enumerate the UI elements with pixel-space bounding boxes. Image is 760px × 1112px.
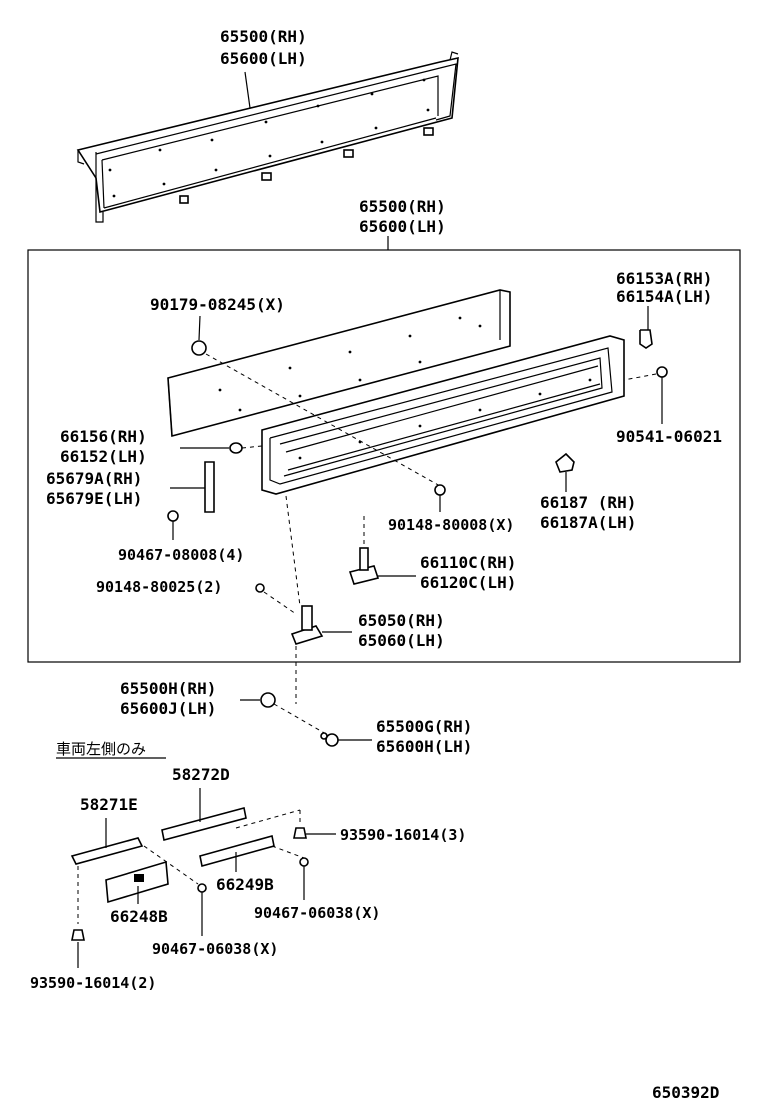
label-screw-right: 90541-06021 <box>616 427 722 446</box>
label-hinge-rh: 65050(RH) <box>358 611 445 630</box>
label-plate-rh: 65679A(RH) <box>46 469 142 488</box>
label-bracket-e: 58271E <box>80 795 138 814</box>
diagram-code: 650392D <box>652 1083 719 1102</box>
label-top-tailgate-lh: 65600(LH) <box>220 49 307 68</box>
label-protector-rh: 66153A(RH) <box>616 269 712 288</box>
label-box-tailgate-lh: 65600(LH) <box>359 217 446 236</box>
label-protector-lh: 66154A(LH) <box>616 287 712 306</box>
label-bolt-cushion-rh: 65500G(RH) <box>376 717 472 736</box>
label-hinge-inner-rh: 66110C(RH) <box>420 553 516 572</box>
pad-66248b-part <box>105 860 169 904</box>
label-top-tailgate-rh: 65500(RH) <box>220 27 307 46</box>
label-bolt-3: 93590-16014(3) <box>340 826 466 844</box>
label-bolt-center: 90148-80008(X) <box>388 516 514 534</box>
clip-left-part <box>197 883 207 936</box>
plug-part <box>191 315 441 487</box>
label-bolt-hinge: 90148-80025(2) <box>96 578 222 596</box>
label-hinge-lh: 65060(LH) <box>358 631 445 650</box>
label-cushion-lh: 65600J(LH) <box>120 699 216 718</box>
label-box-tailgate-rh: 65500(RH) <box>359 197 446 216</box>
hinge-part <box>285 495 352 645</box>
bracket-58271e-part <box>70 818 199 924</box>
label-hinge-inner-lh: 66120C(LH) <box>420 573 516 592</box>
label-screw-plate: 90467-08008(4) <box>118 546 244 564</box>
stopper-part <box>555 452 575 492</box>
note-left-side-only: 車両左側のみ <box>56 740 146 758</box>
clip-right-part <box>299 857 309 900</box>
label-plug: 90179-08245(X) <box>150 295 285 314</box>
protector-part <box>639 306 653 349</box>
bracket-58272d-part <box>161 788 247 841</box>
label-clip-x2: 90467-06038(X) <box>152 940 278 958</box>
inner-panel-drawing <box>167 289 511 438</box>
label-stopper-lh: 66187A(LH) <box>540 513 636 532</box>
cushion-bolt-part <box>320 732 372 747</box>
hinge-bolt-part <box>255 583 297 615</box>
label-cushion-rh: 65500H(RH) <box>120 679 216 698</box>
label-stopper-rh: 66187 (RH) <box>540 493 636 512</box>
tailgate-assembly-drawing <box>76 51 459 223</box>
tailgate-frame-drawing <box>261 335 625 495</box>
pad-66249b-part <box>199 834 305 872</box>
exploded-view-box <box>27 249 741 663</box>
bolt-center-part <box>434 484 446 512</box>
label-bolt-2: 93590-16014(2) <box>30 974 156 992</box>
striker-plate-part <box>170 461 215 513</box>
label-clip-x: 90467-06038(X) <box>254 904 380 922</box>
bolt-2-part <box>71 929 85 968</box>
label-plate-lh: 65679E(LH) <box>46 489 142 508</box>
label-bracket-d: 58272D <box>172 765 230 784</box>
hinge-inner-part <box>348 516 416 585</box>
label-pad-248b: 66248B <box>110 907 168 926</box>
cushion-part <box>240 646 327 735</box>
bolt-3-part <box>235 809 336 839</box>
screw-right-part <box>623 366 668 424</box>
label-bolt-cushion-lh: 65600H(LH) <box>376 737 472 756</box>
plate-screw-part <box>167 510 179 540</box>
label-pad-b: 66249B <box>216 875 274 894</box>
label-bumper-lh: 66152(LH) <box>60 447 147 466</box>
label-bumper-rh: 66156(RH) <box>60 427 147 446</box>
bumper-part <box>180 442 263 454</box>
